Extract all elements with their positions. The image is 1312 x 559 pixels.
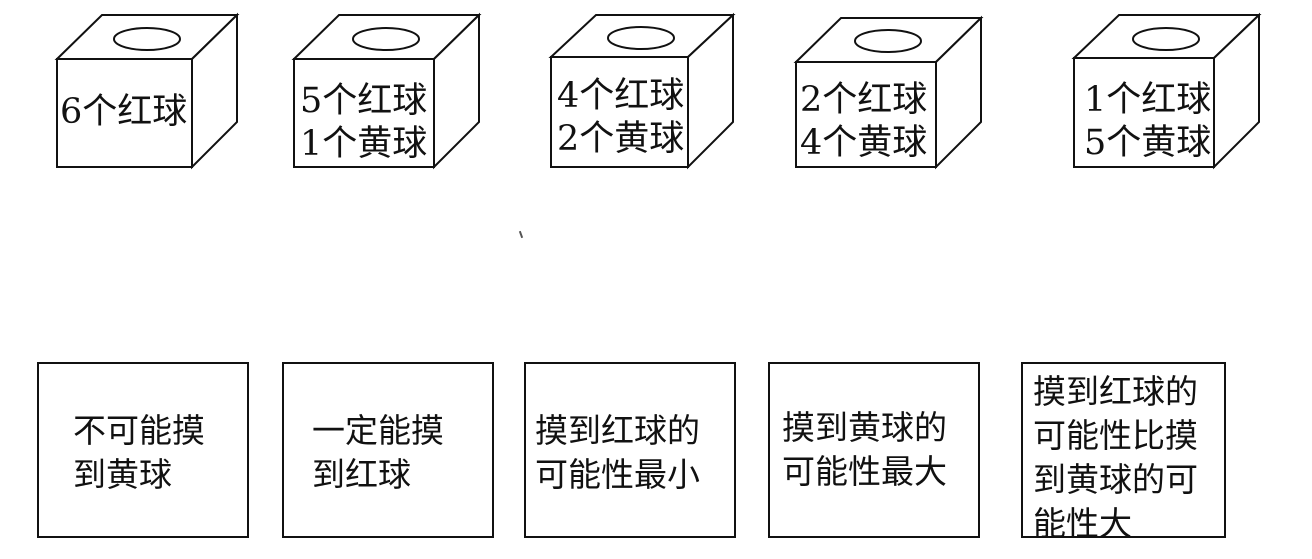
scan-speck (518, 230, 524, 239)
card-label: 不可能摸 到黄球 (73, 411, 205, 494)
box-hole (113, 27, 181, 51)
statement-card-5: 摸到红球的 可能性比摸 到黄球的可 能性大 (1021, 362, 1226, 543)
statement-card-2: 一定能摸 到红球 (282, 362, 494, 538)
statement-card-1: 不可能摸 到黄球 (37, 362, 249, 538)
box-outline (54, 12, 240, 170)
statement-card-3: 摸到红球的 可能性最小 (524, 362, 736, 538)
box-outline (1071, 12, 1262, 170)
box-hole (352, 27, 420, 51)
box-label: 1个红球 5个黄球 (1084, 80, 1212, 163)
statement-card-4: 摸到黄球的 可能性最大 (768, 362, 980, 538)
box-label: 5个红球 1个黄球 (300, 81, 428, 164)
box-outline (793, 15, 984, 170)
box-hole (607, 26, 675, 50)
card-label: 摸到红球的 可能性最小 (535, 411, 700, 494)
box-hole (1132, 27, 1200, 51)
box-label: 2个红球 4个黄球 (800, 80, 928, 163)
card-label: 一定能摸 到红球 (312, 411, 444, 494)
box-label: 4个红球 2个黄球 (557, 76, 685, 159)
card-label: 摸到黄球的 可能性最大 (782, 408, 947, 491)
box-outline (548, 12, 736, 170)
card-label: 摸到红球的 可能性比摸 到黄球的可 能性大 (1033, 372, 1198, 543)
box-hole (854, 29, 922, 53)
box-label: 6个红球 (60, 92, 188, 132)
box-outline (291, 12, 482, 170)
